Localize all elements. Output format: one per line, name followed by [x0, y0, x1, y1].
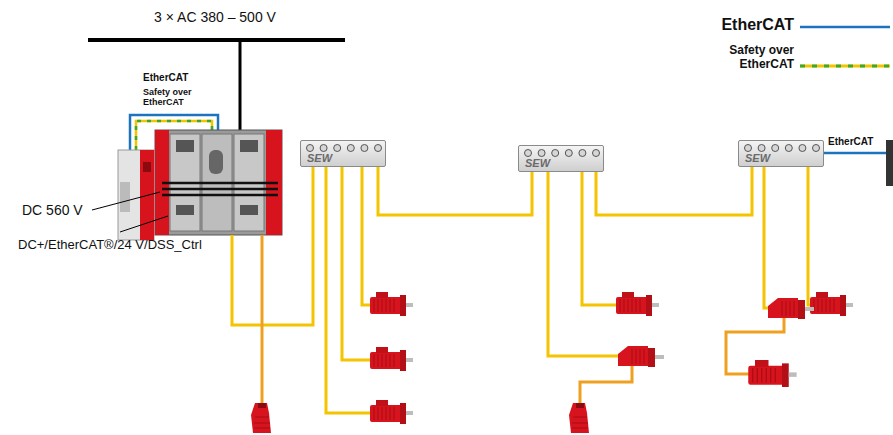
hybrid-motor	[768, 298, 814, 319]
motor-cable	[342, 166, 372, 360]
mains-feed	[239, 40, 242, 130]
servo-motor	[370, 292, 413, 316]
motor-cable	[808, 166, 812, 305]
leader-line	[120, 216, 168, 232]
dc-link-voltage: DC 560 V	[22, 202, 83, 218]
plug-connector	[251, 403, 271, 433]
motor-cable	[362, 166, 372, 305]
servo-motor	[616, 292, 659, 316]
hybrid-cable	[378, 167, 532, 215]
ethercat-device	[886, 140, 893, 186]
distributor-box: SEW	[300, 140, 386, 167]
servo-motor	[370, 347, 413, 371]
supply-voltage: 3 × AC 380 – 500 V	[130, 9, 300, 25]
motor-cable	[326, 166, 372, 413]
motor-cable	[764, 166, 770, 308]
drive-unit	[155, 130, 282, 235]
servo-motor	[748, 360, 796, 387]
hybrid-motor	[618, 346, 664, 367]
legend-text: Safety over EtherCAT	[700, 44, 794, 72]
distributor-box: SEW	[518, 145, 604, 172]
servo-motor	[810, 292, 853, 316]
servo-motor	[370, 400, 413, 424]
cable-signals: DC+/EtherCAT®/24 V/DSS_Ctrl	[18, 238, 202, 253]
bus-logo: EtherCAT	[143, 72, 213, 84]
legend-sample	[800, 26, 890, 29]
distributor-box: SEW	[738, 140, 824, 167]
hybrid-cable	[232, 166, 313, 325]
hybrid-cable	[596, 167, 752, 215]
brand-text: SEW	[745, 152, 770, 164]
encoder-cable	[261, 235, 264, 405]
bus-logo: Safety over EtherCAT	[143, 87, 201, 108]
brand-text: SEW	[307, 152, 332, 164]
brand-text: SEW	[525, 157, 550, 169]
motor-cable	[582, 171, 618, 305]
legend-sample	[800, 65, 890, 68]
ethercat-line	[824, 152, 886, 155]
mains-bus	[88, 38, 345, 42]
legend-sample-dash	[800, 65, 890, 68]
encoder-cable	[580, 366, 632, 405]
bus-logo: EtherCAT	[828, 136, 873, 148]
motor-cable	[548, 171, 620, 356]
leader-line	[92, 192, 160, 210]
legend-text: EtherCAT	[700, 16, 794, 34]
plug-connector	[569, 403, 589, 433]
